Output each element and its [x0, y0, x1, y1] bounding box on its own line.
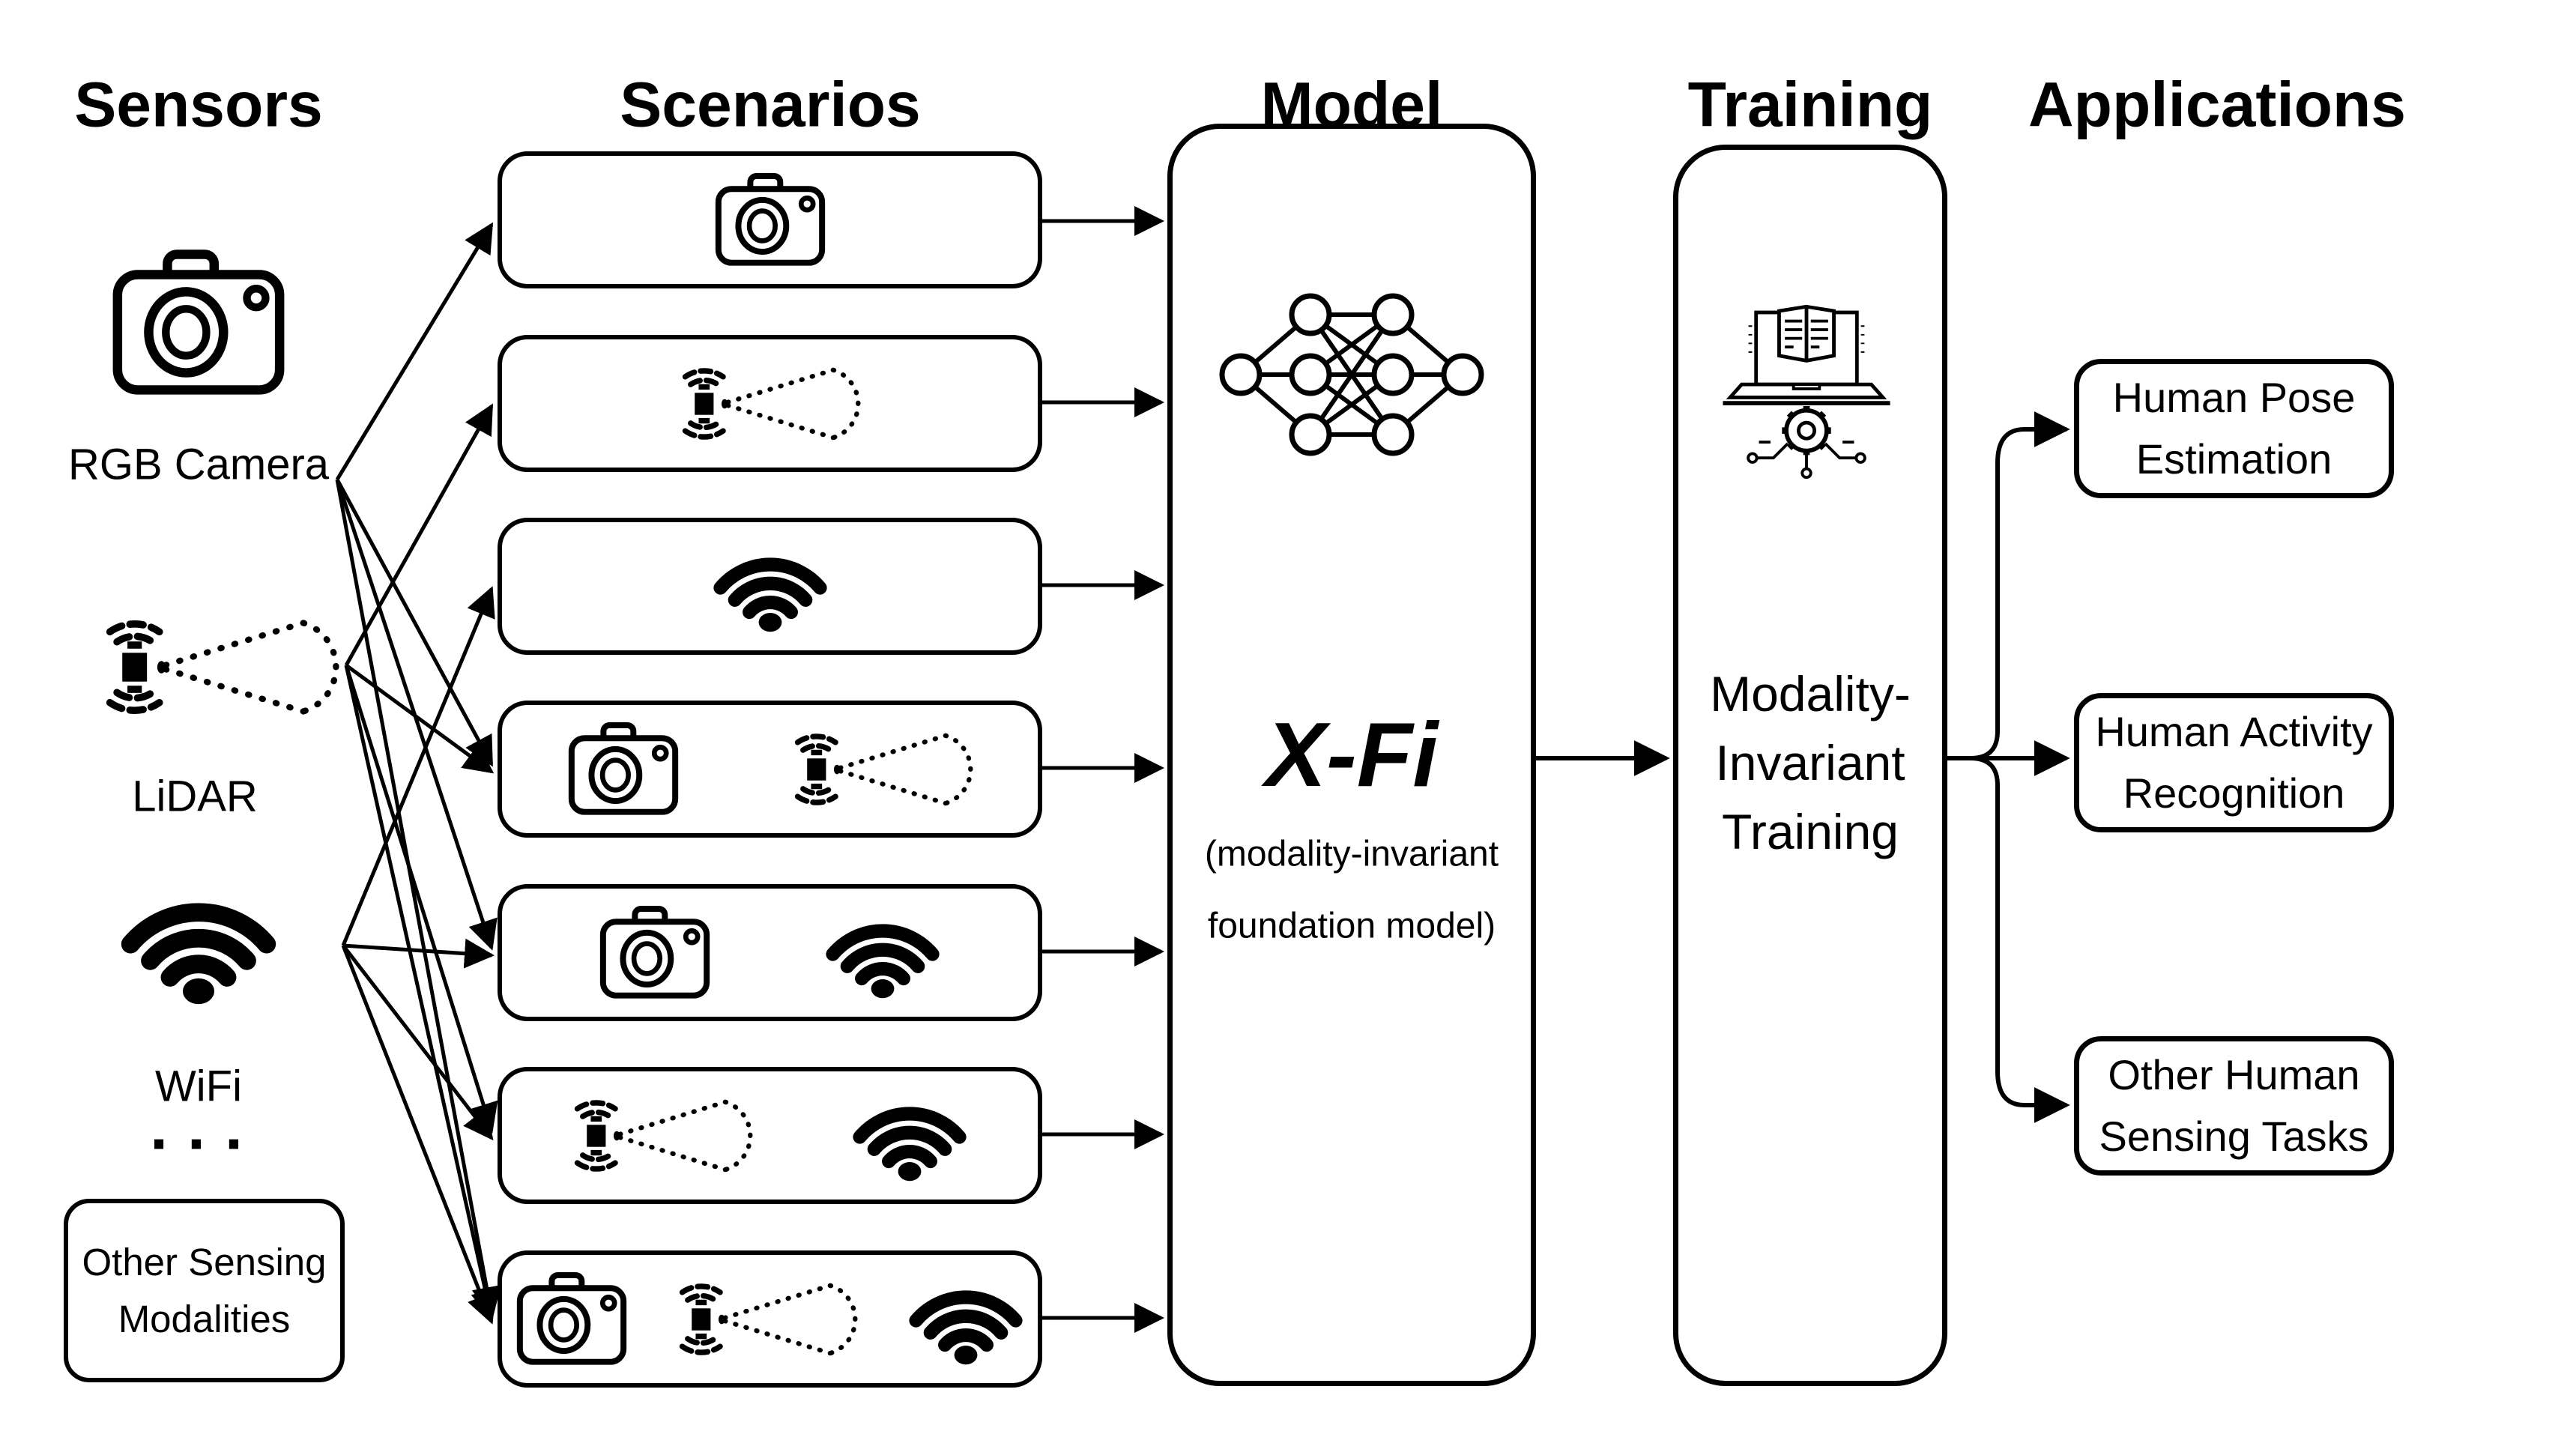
model-subtitle-line2: foundation model) [1207, 906, 1496, 946]
training-line2: Invariant [1715, 735, 1905, 790]
wifi-icon [820, 906, 946, 1000]
header-sensors: Sensors [74, 69, 323, 140]
lidar-icon [788, 726, 977, 813]
lidar-icon [673, 1276, 862, 1363]
lidar-icon [676, 360, 865, 447]
scenario-box-camera [498, 151, 1042, 288]
sensor-label-rgb-camera: RGB Camera [67, 440, 330, 489]
wifi-icon [112, 878, 285, 1007]
app3-line2: Sensing Tasks [2099, 1113, 2369, 1160]
model-name: X-Fi [1265, 704, 1439, 805]
app2-line2: Recognition [2123, 769, 2345, 817]
machine-learning-icon [1713, 294, 1900, 481]
app-box-other-human-sensing-tasks: Other Human Sensing Tasks [2074, 1036, 2394, 1176]
model-box [1167, 124, 1536, 1386]
camera-icon [512, 1269, 632, 1369]
scenario-box-lidar-wifi [498, 1067, 1042, 1204]
camera-icon [710, 170, 830, 270]
training-line1: Modality- [1710, 666, 1911, 722]
training-text: Modality- Invariant Training [1710, 659, 1911, 866]
neural-network-icon [1217, 285, 1487, 465]
camera-icon [563, 719, 683, 819]
app1-line2: Estimation [2135, 435, 2332, 483]
app-box-human-activity-recognition: Human Activity Recognition [2074, 693, 2394, 832]
scenario-box-lidar [498, 335, 1042, 472]
more-sensors-ellipsis: ... [150, 1091, 262, 1164]
app-box-human-pose-estimation: Human Pose Estimation [2074, 359, 2394, 498]
other-sensing-modalities-box: Other Sensing Modalities [64, 1199, 345, 1382]
wifi-icon [903, 1272, 1029, 1367]
lidar-icon [568, 1092, 757, 1179]
app1-line1: Human Pose [2112, 374, 2356, 421]
other-sensing-line1: Other Sensing [82, 1240, 327, 1283]
wifi-icon [707, 539, 833, 634]
app2-line1: Human Activity [2095, 708, 2373, 755]
header-training: Training [1687, 69, 1933, 140]
scenario-box-camera-lidar [498, 701, 1042, 838]
sensor-label-lidar: LiDAR [132, 772, 258, 821]
scenario-box-camera-wifi [498, 884, 1042, 1021]
wifi-icon [847, 1089, 973, 1183]
header-applications: Applications [2028, 69, 2407, 140]
training-line3: Training [1722, 804, 1899, 859]
sensor-label-wifi: WiFi [155, 1062, 242, 1111]
lidar-icon [97, 611, 345, 724]
scenario-box-wifi [498, 518, 1042, 655]
camera-icon [595, 903, 715, 1002]
camera-icon [105, 245, 292, 401]
app3-line1: Other Human [2108, 1051, 2360, 1098]
scenario-box-camera-lidar-wifi [498, 1250, 1042, 1388]
model-subtitle-line1: (modality-invariant [1204, 834, 1499, 874]
other-sensing-line2: Modalities [118, 1297, 291, 1340]
header-scenarios: Scenarios [620, 69, 921, 140]
